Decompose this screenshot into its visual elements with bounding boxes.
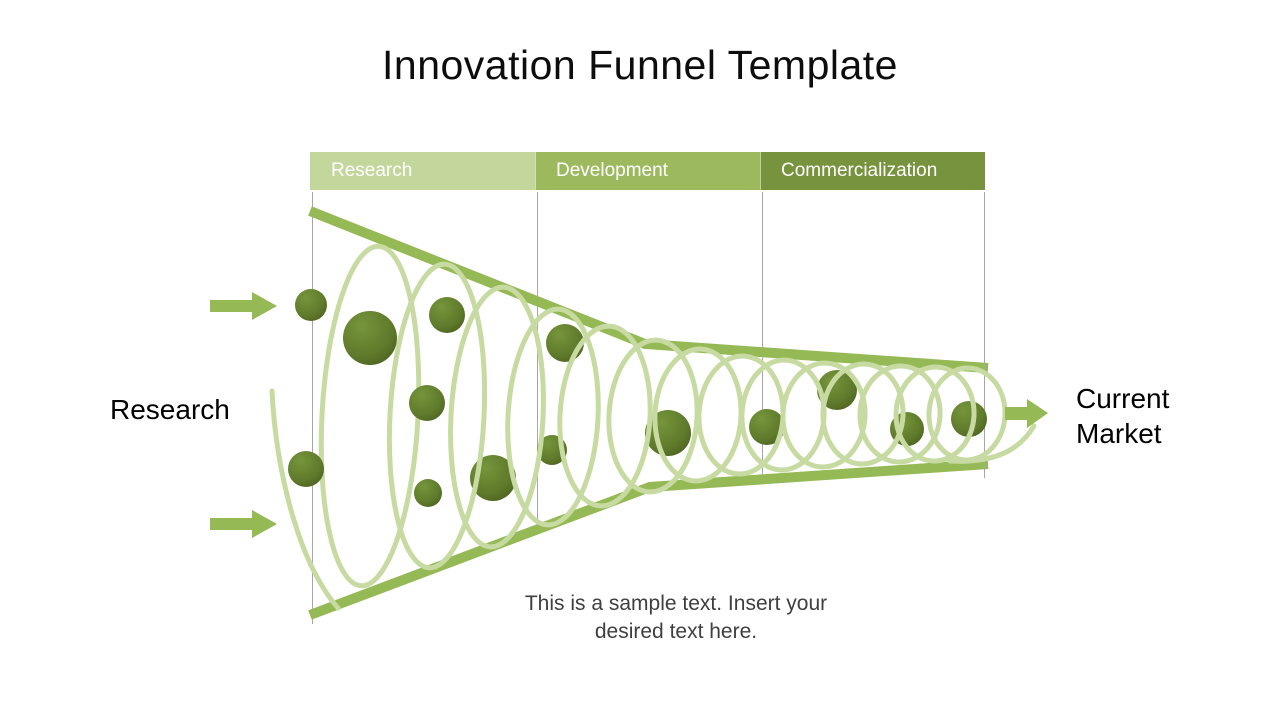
flow-arrows bbox=[210, 292, 1048, 538]
spiral-loop bbox=[505, 306, 601, 528]
idea-ball bbox=[951, 401, 987, 437]
spiral-loop bbox=[780, 360, 868, 470]
funnel-bottom-edge bbox=[308, 459, 989, 620]
output-arrow-icon bbox=[1005, 399, 1048, 428]
caption-line-2: desired text here. bbox=[594, 620, 758, 643]
spiral-loop bbox=[893, 364, 977, 464]
stage-header-commercialization: Commercialization bbox=[760, 152, 985, 190]
idea-balls-front bbox=[288, 289, 465, 487]
spiral-entry-tail bbox=[269, 388, 341, 611]
input-arrow-top-icon bbox=[210, 292, 277, 320]
idea-ball bbox=[295, 289, 327, 321]
idea-ball bbox=[343, 311, 397, 365]
idea-ball bbox=[429, 297, 465, 333]
spiral-loop bbox=[820, 361, 906, 467]
spiral-loop bbox=[318, 243, 422, 589]
idea-ball bbox=[546, 324, 584, 362]
funnel-input-label: Research bbox=[110, 394, 230, 425]
idea-ball bbox=[409, 385, 445, 421]
sample-text-caption: This is a sample text. Insert your desir… bbox=[440, 590, 912, 646]
spiral-loop bbox=[557, 323, 653, 509]
stage-header-commercialization-label: Commercialization bbox=[781, 160, 938, 181]
stage-header-development-label: Development bbox=[556, 160, 668, 181]
spiral-coil bbox=[269, 243, 1037, 611]
spiral-loop bbox=[448, 284, 546, 550]
idea-ball bbox=[288, 451, 324, 487]
caption-line-1: This is a sample text. Insert your bbox=[524, 592, 828, 615]
idea-ball bbox=[414, 479, 442, 507]
spiral-loop bbox=[857, 363, 943, 465]
slide-title: Innovation Funnel Template bbox=[382, 42, 898, 88]
spiral-loop bbox=[386, 261, 488, 571]
stage-header-development: Development bbox=[535, 152, 760, 190]
spiral-exit-tail bbox=[947, 423, 1037, 464]
stage-header-research: Research bbox=[310, 152, 535, 190]
funnel-top-edge bbox=[308, 206, 989, 373]
input-arrow-bottom-icon bbox=[210, 510, 277, 538]
stage-header-research-label: Research bbox=[331, 160, 413, 181]
idea-ball bbox=[749, 409, 785, 445]
funnel-output-label: Current Market bbox=[1076, 383, 1170, 449]
